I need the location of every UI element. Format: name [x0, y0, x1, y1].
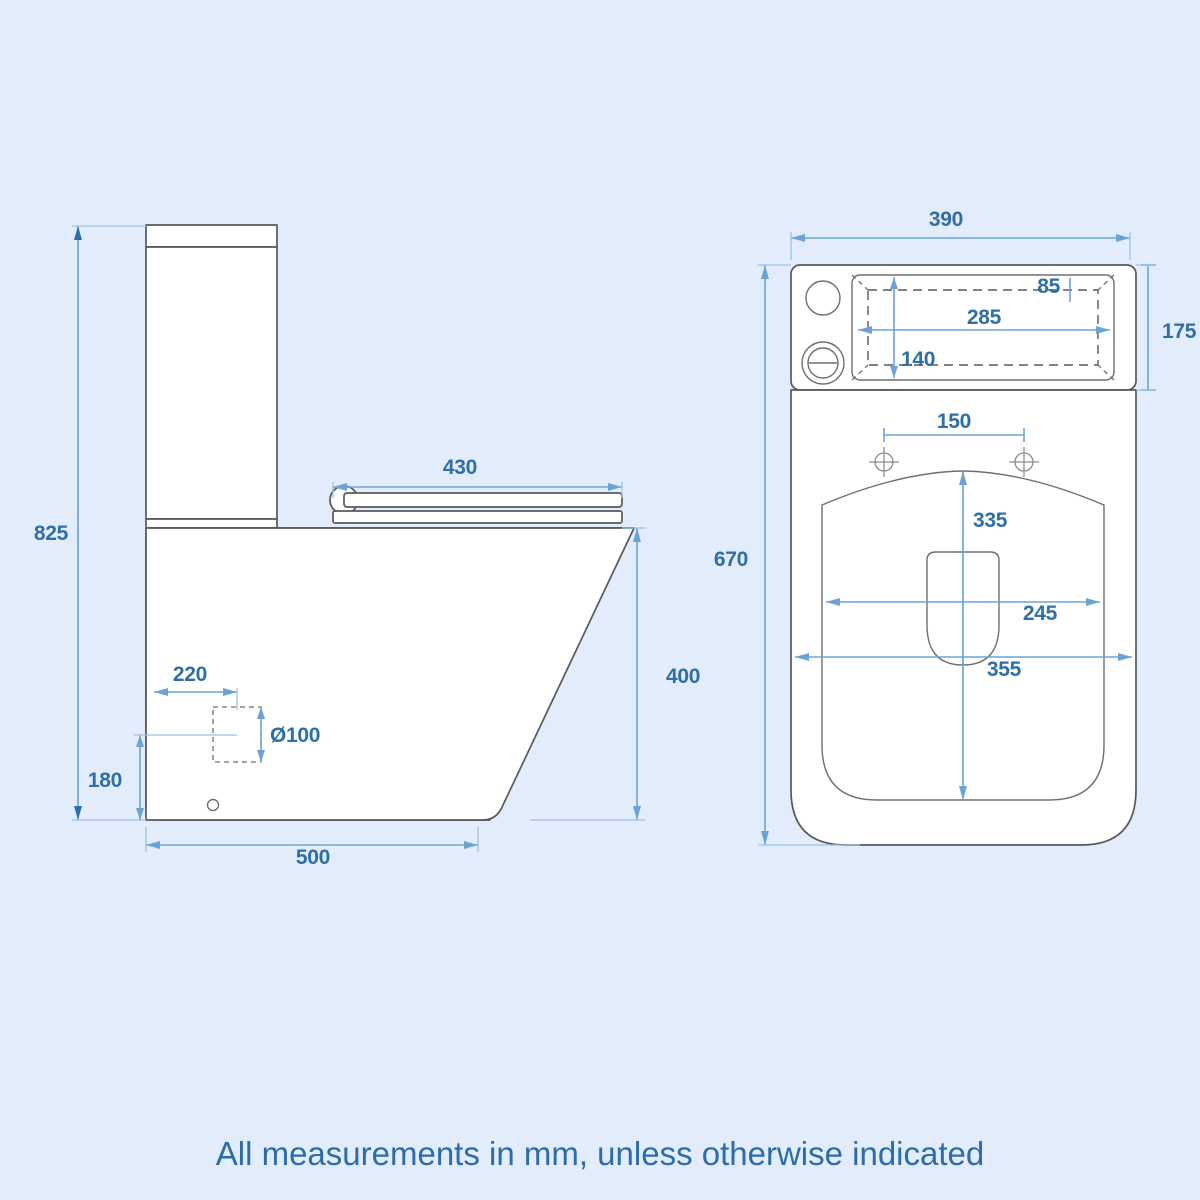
- cistern-lid-recess-outer: [851, 274, 1115, 381]
- dimension-390-label: 390: [929, 208, 963, 231]
- fixing-hole-right: [1009, 447, 1039, 477]
- dimension-335: 335: [959, 471, 1008, 800]
- dimension-500: 500: [145, 827, 479, 869]
- fixing-hole-side: [206, 798, 220, 812]
- dimension-355: 355: [795, 653, 1132, 681]
- dimension-180-label: 180: [88, 769, 122, 792]
- dimension-175: 175: [1136, 264, 1197, 391]
- cistern-body-side: [145, 246, 278, 520]
- seat-ring-side: [332, 510, 623, 524]
- dual-flush-button-icon[interactable]: [801, 341, 845, 385]
- dimension-285-label: 285: [967, 306, 1002, 329]
- dimension-85-label: 85: [1037, 275, 1060, 298]
- dimension-670-label: 670: [714, 548, 748, 571]
- dimension-150-label: 150: [937, 410, 971, 433]
- dimension-825: 825: [34, 225, 146, 821]
- dual-flush-button-inner-icon: [807, 347, 839, 379]
- seat-lid-side: [343, 492, 623, 508]
- cistern-base-side: [145, 518, 278, 529]
- dimension-825-label: 825: [34, 522, 69, 545]
- dimension-390: 390: [790, 208, 1131, 260]
- dimension-500-label: 500: [296, 846, 330, 869]
- dimension-140-label: 140: [901, 348, 935, 371]
- dimension-220-label: 220: [173, 663, 207, 686]
- dimension-430-label: 430: [443, 456, 477, 479]
- seat-opening-plan: [926, 551, 1000, 666]
- dimension-150: 150: [883, 410, 1025, 442]
- dimension-220: 220: [154, 663, 238, 710]
- cistern-lid-side: [145, 224, 278, 248]
- measurement-caption: All measurements in mm, unless otherwise…: [216, 1135, 985, 1172]
- recess-chamfer-tl: [851, 274, 869, 291]
- dimension-245: 245: [826, 598, 1100, 625]
- dimension-175-label: 175: [1162, 320, 1197, 343]
- dimension-400: 400: [530, 527, 700, 821]
- flush-button-icon[interactable]: [805, 280, 841, 316]
- dimension-245-label: 245: [1023, 602, 1058, 625]
- recess-chamfer-bl: [851, 364, 869, 381]
- fixing-hole-left: [869, 447, 899, 477]
- dimension-85: 85: [1037, 275, 1071, 302]
- seat-outline-plan: [821, 470, 1105, 801]
- dimension-diameter-100: Ø100: [257, 707, 320, 762]
- recess-chamfer-br: [1097, 364, 1115, 381]
- dimension-670: 670: [714, 264, 860, 846]
- dimension-400-label: 400: [666, 665, 700, 688]
- recess-chamfer-tr: [1097, 274, 1115, 291]
- dimension-285: 285: [858, 306, 1110, 334]
- dimension-335-label: 335: [973, 509, 1008, 532]
- dimension-diameter-100-label: Ø100: [270, 724, 320, 747]
- top-view-group: 390 175 285: [714, 208, 1197, 846]
- dimension-180: 180: [88, 734, 237, 820]
- dimension-140: 140: [890, 277, 935, 378]
- dimension-355-label: 355: [987, 658, 1022, 681]
- pan-profile-side: [145, 527, 635, 821]
- side-view-group: 825 430 400: [34, 224, 700, 869]
- dimension-430: 430: [332, 456, 623, 498]
